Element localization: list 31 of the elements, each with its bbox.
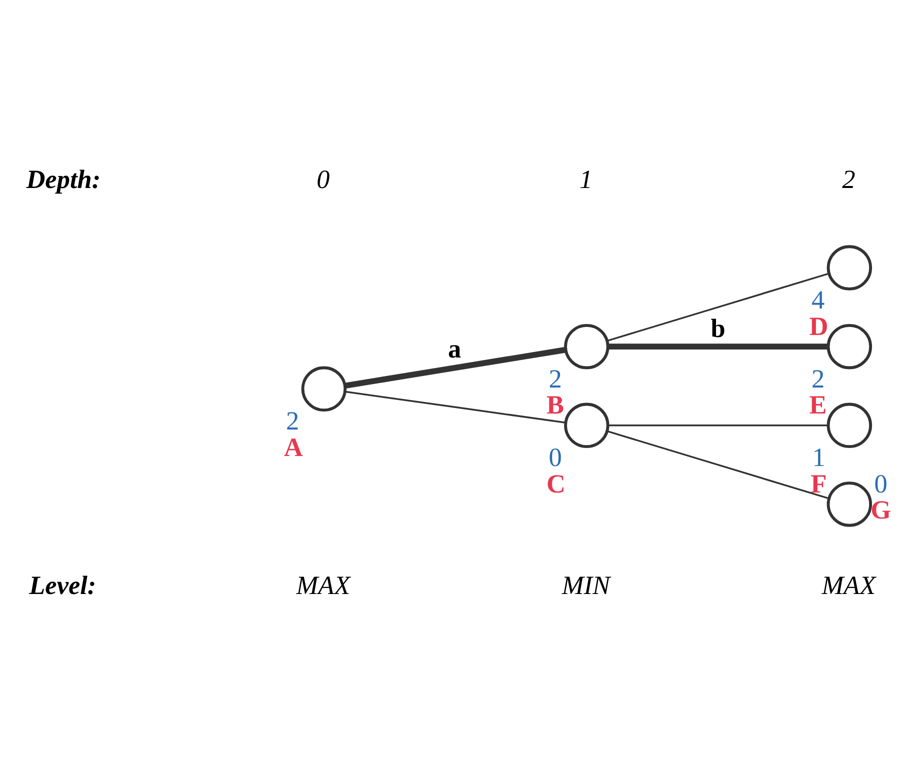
node-label: G — [870, 495, 892, 524]
label: 1 — [579, 164, 593, 194]
label: Level: — [29, 570, 96, 600]
node-label: 0 — [874, 468, 888, 498]
connector — [608, 343, 828, 349]
label: 0 — [316, 164, 330, 194]
edge-label: a — [448, 334, 462, 363]
node-circle — [826, 244, 872, 290]
connector — [607, 272, 830, 342]
label: Depth: — [26, 164, 101, 194]
node-circle — [826, 323, 872, 369]
node-label: D — [809, 311, 828, 340]
label: MIN — [562, 570, 610, 600]
edge-label: b — [710, 313, 726, 342]
node-circle — [826, 481, 872, 526]
node-circle — [564, 402, 610, 448]
node-circle — [826, 402, 872, 448]
node-label: 4 — [811, 284, 825, 314]
node-label: B — [546, 390, 564, 420]
label: MAX — [822, 570, 876, 600]
node-circle — [564, 323, 610, 369]
label: MAX — [296, 570, 350, 600]
connector — [608, 424, 828, 426]
connector — [344, 390, 566, 423]
label: 2 — [842, 164, 856, 194]
node-label: 2 — [548, 364, 562, 393]
node-label: E — [809, 390, 827, 420]
node-label: 2 — [811, 364, 825, 393]
connector — [344, 346, 566, 388]
connector — [607, 430, 830, 499]
node-circle — [301, 366, 347, 412]
